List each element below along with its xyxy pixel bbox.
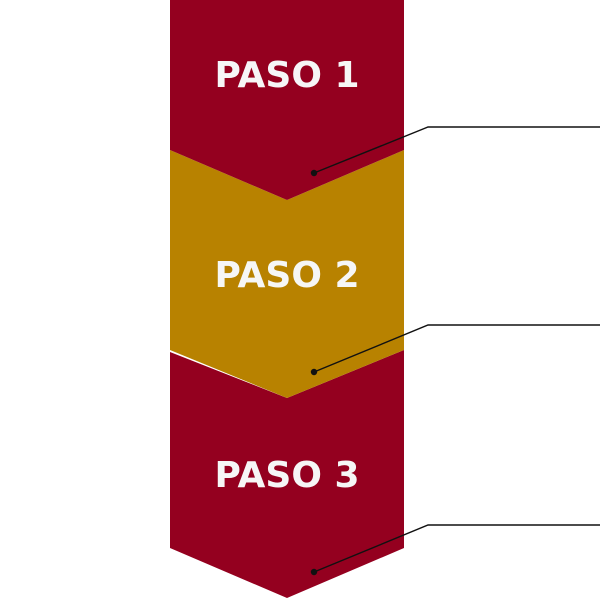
- step-1-label: PASO 1: [214, 55, 359, 96]
- step-2-chevron: [170, 150, 404, 398]
- step-2-label: PASO 2: [214, 255, 359, 296]
- step-3-leader-line: [313, 524, 600, 573]
- step-2-leader-line: [313, 324, 600, 373]
- step-3-chevron: [170, 350, 404, 598]
- step-3-leader-dot: [310, 568, 318, 576]
- step-1-chevron: [170, 0, 404, 200]
- step-1-leader-line: [313, 126, 600, 174]
- step-3-label: PASO 3: [214, 455, 359, 496]
- step-2-leader-dot: [310, 368, 318, 376]
- step-1-leader-dot: [310, 169, 318, 177]
